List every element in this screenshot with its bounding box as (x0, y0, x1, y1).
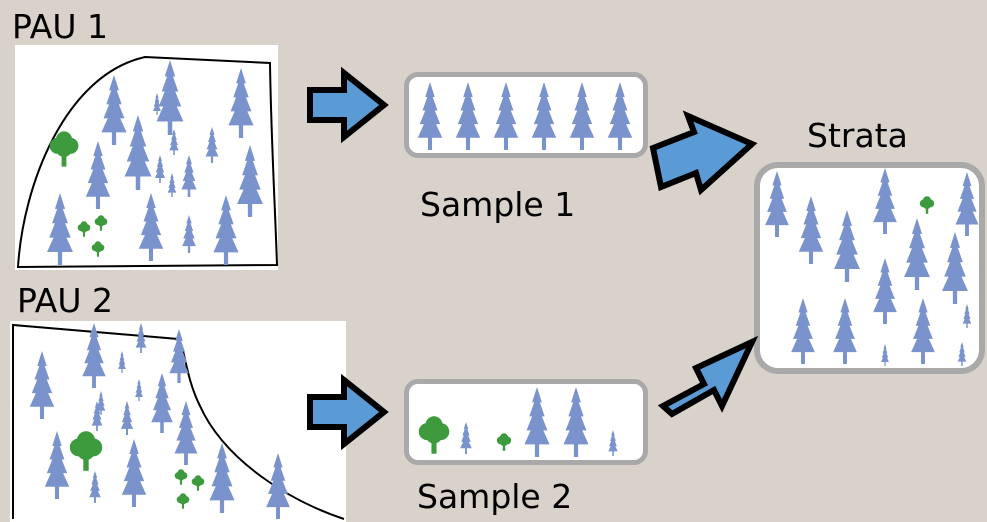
conifer-tree-icon (455, 82, 481, 150)
conifer-tree-icon (765, 171, 789, 237)
pau2-panel (10, 321, 346, 522)
deciduous-tree-icon (94, 215, 108, 231)
conifer-tree-icon (911, 298, 935, 364)
conifer-tree-icon (85, 141, 111, 209)
conifer-tree-icon (569, 82, 595, 150)
conifer-tree-icon (237, 145, 263, 217)
deciduous-tree-icon (77, 221, 91, 237)
conifer-tree-icon (417, 82, 443, 150)
conifer-tree-icon (798, 196, 824, 264)
conifer-tree-icon (873, 168, 897, 234)
conifer-tree-icon (942, 232, 968, 304)
conifer-tree-icon (563, 387, 589, 457)
deciduous-tree-icon (191, 475, 205, 491)
conifer-tree-icon (524, 387, 550, 457)
sample2-box (404, 379, 648, 465)
conifer-tree-icon (834, 210, 860, 282)
deciduous-tree-icon (496, 433, 512, 451)
conifer-tree-icon (174, 401, 198, 465)
pau1-label: PAU 1 (12, 7, 109, 46)
conifer-tree-icon (607, 82, 633, 150)
pau2-label: PAU 2 (17, 281, 114, 320)
sample2-label: Sample 2 (417, 477, 573, 516)
sample1-label: Sample 1 (420, 185, 576, 224)
conifer-tree-icon (121, 439, 147, 507)
conifer-tree-icon (151, 373, 173, 433)
conifer-tree-icon (29, 351, 55, 419)
deciduous-tree-icon (919, 196, 935, 214)
deciduous-tree-icon (69, 431, 103, 471)
conifer-tree-icon (118, 351, 126, 373)
conifer-tree-icon (266, 453, 290, 519)
conifer-tree-icon (531, 82, 557, 150)
conifer-tree-icon (881, 344, 889, 366)
sample2-trees (418, 387, 618, 457)
deciduous-tree-icon (174, 469, 188, 485)
conifer-tree-icon (135, 323, 147, 353)
conifer-tree-icon (120, 401, 134, 435)
strata-trees (765, 168, 979, 366)
strata-box (754, 162, 985, 374)
right-arrow-icon (649, 110, 758, 196)
conifer-tree-icon (135, 379, 143, 401)
right-arrow-icon (307, 373, 389, 451)
pau1-panel (15, 45, 279, 270)
pau1-forest (16, 55, 279, 269)
deciduous-tree-icon (176, 493, 190, 509)
conifer-tree-icon (181, 155, 197, 197)
conifer-tree-icon (169, 329, 189, 383)
conifer-tree-icon (791, 298, 815, 364)
conifer-tree-icon (962, 304, 972, 328)
conifer-tree-icon (44, 431, 70, 499)
conifer-tree-icon (608, 430, 618, 456)
conifer-tree-icon (154, 155, 166, 183)
strata-label: Strata (807, 116, 908, 155)
conifer-tree-icon (205, 127, 219, 163)
conifer-tree-icon (138, 193, 164, 261)
conifer-tree-icon (101, 75, 127, 145)
conifer-tree-icon (209, 443, 235, 513)
conifer-tree-icon (460, 422, 472, 454)
conifer-tree-icon (213, 195, 239, 265)
conifer-tree-icon (493, 82, 519, 150)
conifer-tree-icon (955, 172, 979, 236)
conifer-tree-icon (156, 60, 184, 135)
pau2-forest (12, 323, 345, 520)
sample1-box (404, 72, 648, 158)
conifer-tree-icon (124, 115, 152, 190)
deciduous-tree-icon (91, 241, 105, 257)
conifer-tree-icon (182, 215, 196, 253)
conifer-tree-icon (833, 298, 857, 364)
conifer-tree-icon (957, 342, 967, 366)
conifer-tree-icon (167, 173, 177, 197)
right-arrow-icon (657, 335, 759, 418)
right-arrow-icon (307, 66, 389, 144)
conifer-tree-icon (228, 68, 254, 138)
conifer-tree-icon (904, 218, 930, 290)
conifer-tree-icon (873, 258, 897, 324)
deciduous-tree-icon (418, 416, 450, 454)
conifer-tree-icon (89, 471, 101, 503)
conifer-tree-icon (47, 193, 73, 265)
sample1-trees (417, 82, 633, 150)
